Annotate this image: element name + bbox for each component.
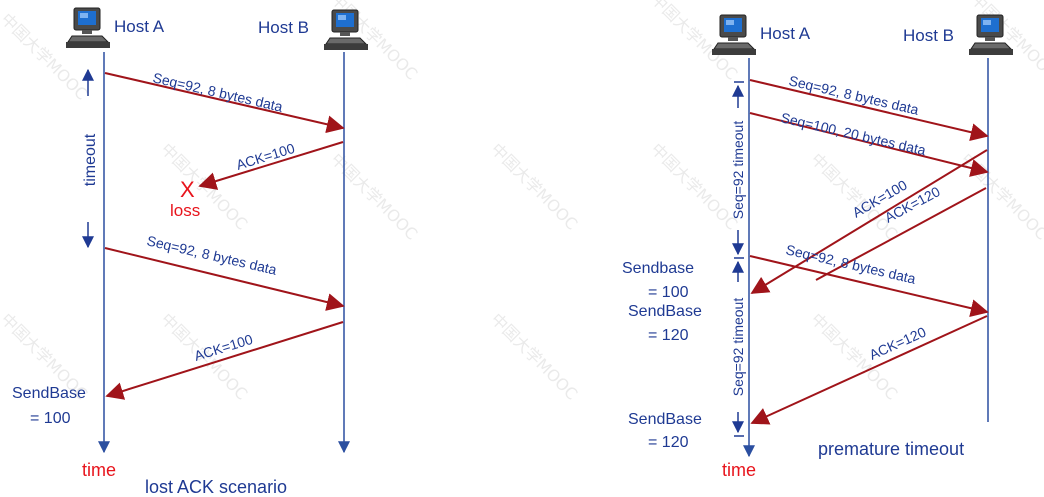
timeout-label: timeout [82,133,99,186]
host-b-label: Host B [903,26,954,45]
lost-ack-arrow [198,141,344,190]
sendbase-value: = 100 [30,410,71,427]
time-label: time [722,460,756,480]
timeout2-label: Seq=92 timeout [730,298,746,397]
ack-arrow [815,187,987,281]
data-segment-arrow [749,79,989,142]
loss-label: loss [170,201,200,220]
watermark-text: 中国大学MOOC [487,309,581,403]
ack-arrow [750,149,988,294]
retransmit-segment-arrow [104,247,345,311]
watermark-text: 中国大学MOOC [647,139,741,233]
segment-label: Seq=92, 8 bytes data [145,232,278,277]
watermark-text: 中国大学MOOC [967,0,1044,84]
host-b-label: Host B [258,18,309,37]
sendbase-value: = 120 [648,327,689,344]
sendbase-value: = 100 [648,284,689,301]
scenario-caption: lost ACK scenario [145,477,287,497]
segment-label: Seq=92, 8 bytes data [151,69,284,114]
segment-label: Seq=92, 8 bytes data [787,72,920,117]
ack-arrow [750,315,988,425]
ack-label: ACK=100 [234,140,297,173]
sendbase-label: SendBase [628,411,702,428]
host-a-computer-icon [711,14,757,56]
timeout1-label: Seq=92 timeout [730,121,746,220]
data-segment-arrow [749,112,989,177]
sendbase-label: Sendbase [622,260,694,277]
sendbase-label: SendBase [12,385,86,402]
sendbase-value: = 120 [648,434,689,451]
host-a-label: Host A [114,17,165,36]
time-label: time [82,460,116,480]
watermark-text: 中国大学MOOC [487,139,581,233]
host-a-computer-icon [65,7,111,49]
premature-timeout-scenario: Host A Host B Seq=92 timeout Seq=92 time… [622,14,1014,480]
watermark-text: 中国大学MOOC [647,0,741,84]
loss-x-icon: X [180,177,195,202]
sendbase-label: SendBase [628,303,702,320]
host-a-label: Host A [760,24,811,43]
scenario-caption: premature timeout [818,439,964,459]
ack-arrow [105,321,344,400]
watermark-text: 中国大学MOOC [327,149,421,243]
retransmit-segment-arrow [749,255,989,318]
data-segment-arrow [104,72,345,134]
